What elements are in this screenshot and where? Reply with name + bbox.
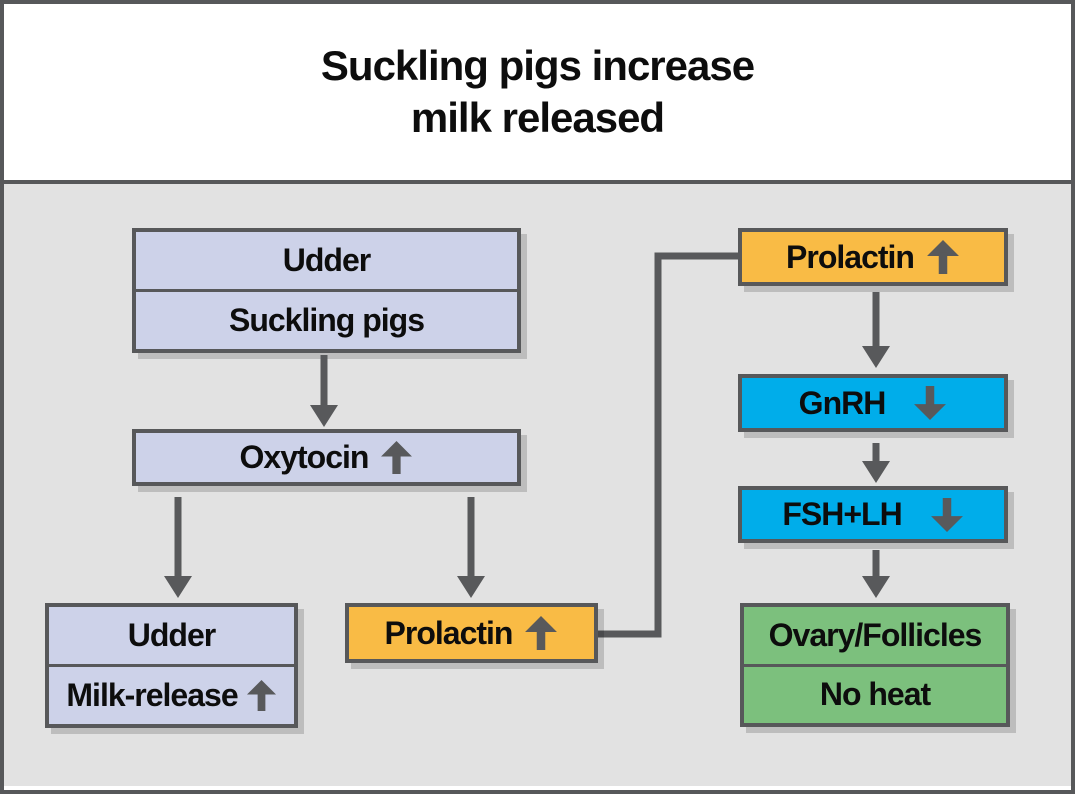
node-oxytocin-label: Oxytocin	[239, 439, 370, 475]
node-udder-label: Udder	[127, 617, 216, 653]
node-oxytocin: Oxytocin	[132, 429, 521, 486]
node-row: Ovary/Follicles	[744, 607, 1006, 664]
node-ovary-follicles-label: Ovary/Follicles	[768, 616, 983, 653]
up-arrow-icon	[380, 441, 413, 474]
down-flow-arrow-icon	[164, 497, 192, 598]
node-fsh-lh: FSH+LH	[738, 486, 1008, 543]
diagram-body: Udder Suckling pigs Oxytocin	[4, 180, 1071, 786]
down-arrow-icon	[913, 386, 947, 420]
node-gnrh: GnRH	[738, 374, 1008, 432]
node-udder-milk-release: Udder Milk-release	[45, 603, 298, 728]
node-row: Milk-release	[49, 664, 294, 724]
node-row: Suckling pigs	[136, 289, 517, 349]
node-row: Udder	[136, 232, 517, 289]
up-arrow-icon	[246, 680, 277, 711]
node-gnrh-label: GnRH	[798, 384, 887, 421]
down-flow-arrow-icon	[310, 355, 338, 427]
diagram-title-line2: milk released	[410, 94, 665, 141]
node-fsh-lh-label: FSH+LH	[782, 496, 902, 532]
up-arrow-icon	[524, 616, 558, 650]
node-udder-suckling: Udder Suckling pigs	[132, 228, 521, 353]
up-arrow-icon	[926, 240, 960, 274]
node-no-heat-label: No heat	[819, 676, 931, 713]
diagram-title-line1: Suckling pigs increase	[320, 42, 755, 89]
node-row: Udder	[49, 607, 294, 664]
down-flow-arrow-icon	[862, 292, 890, 368]
node-suckling-pigs-label: Suckling pigs	[228, 302, 425, 338]
node-prolactin-left: Prolactin	[345, 603, 598, 663]
node-row: No heat	[744, 663, 1006, 724]
down-arrow-icon	[930, 497, 964, 532]
node-milk-release-label: Milk-release	[66, 677, 238, 713]
node-udder-label: Udder	[282, 242, 371, 278]
node-prolactin-right: Prolactin	[738, 228, 1008, 286]
node-ovary-follicles: Ovary/Follicles No heat	[740, 603, 1010, 727]
node-prolactin-label: Prolactin	[384, 614, 514, 651]
down-flow-arrow-icon	[457, 497, 485, 598]
title-area: Suckling pigs increase milk released	[4, 4, 1071, 180]
node-prolactin-label: Prolactin	[786, 238, 915, 275]
down-flow-arrow-icon	[862, 443, 890, 483]
down-flow-arrow-icon	[862, 550, 890, 598]
